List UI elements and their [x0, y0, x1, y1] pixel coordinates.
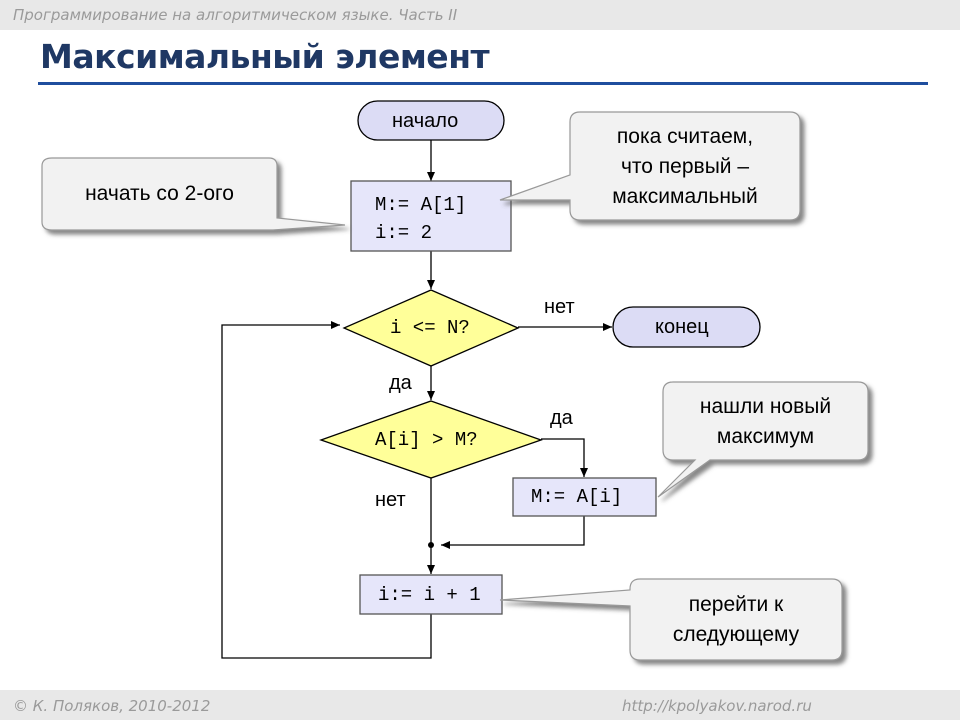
- init-line1: M:= A[1]: [375, 194, 467, 216]
- init-line2: i:= 2: [375, 222, 433, 244]
- callout-start-second: [41, 157, 346, 231]
- merge-point: [428, 542, 434, 548]
- cond1-no-label: нет: [544, 296, 575, 318]
- callout-assume-first: [499, 111, 801, 221]
- header-bar: Программирование на алгоритмическом язык…: [0, 0, 960, 30]
- end-label: конец: [655, 316, 709, 338]
- callout-assume-first-line1: пока считаем,: [616, 125, 754, 148]
- increment-label: i:= i + 1: [378, 584, 481, 606]
- course-title: Программирование на алгоритмическом язык…: [13, 6, 458, 24]
- callout-assume-first-line2: что первый –: [620, 155, 750, 178]
- edge-cond2-assign: [541, 438, 588, 477]
- decision-ai-gt-m: [319, 400, 543, 479]
- callout-start-second-text: начать со 2-ого: [85, 182, 234, 205]
- callout-found-new-text: нашли новый максимум: [663, 392, 868, 452]
- callout-found-new-line2: максимум: [716, 425, 815, 448]
- callout-found-new-line1: нашли новый: [699, 395, 832, 418]
- increment-process: [359, 574, 503, 615]
- callout-go-next-line2: следующему: [672, 623, 800, 646]
- slide-title: Максимальный элемент: [40, 37, 490, 76]
- start-terminal: [357, 100, 505, 141]
- cond2-yes-label: да: [550, 407, 573, 429]
- callout-go-next: [499, 578, 843, 661]
- title-underline: [38, 82, 928, 85]
- assign-process: [512, 477, 657, 517]
- callout-go-next-text: перейти к следующему: [630, 590, 842, 650]
- callout-assume-first-line3: максимальный: [612, 185, 758, 208]
- init-process: [350, 180, 512, 252]
- callout-assume-first-text: пока считаем, что первый – максимальный: [570, 122, 800, 212]
- callout-go-next-line1: перейти к: [688, 593, 784, 616]
- footer-bar: © К. Поляков, 2010-2012 http://kpolyakov…: [0, 690, 960, 720]
- footer-url: http://kpolyakov.narod.ru: [622, 697, 812, 715]
- footer-copyright: © К. Поляков, 2010-2012: [13, 697, 211, 715]
- decision-i-le-n: [342, 289, 520, 367]
- cond2-no-label: нет: [375, 489, 406, 511]
- decision-ai-gt-m-label: A[i] > M?: [375, 429, 478, 451]
- edge-assign-merge: [441, 516, 585, 549]
- assign-label: M:= A[i]: [531, 486, 623, 508]
- start-label: начало: [392, 110, 459, 132]
- end-terminal: [612, 306, 761, 348]
- edge-loop-back: [221, 321, 432, 659]
- decision-i-le-n-label: i <= N?: [390, 317, 470, 339]
- callout-found-new: [657, 381, 869, 498]
- cond1-yes-label: да: [389, 372, 412, 394]
